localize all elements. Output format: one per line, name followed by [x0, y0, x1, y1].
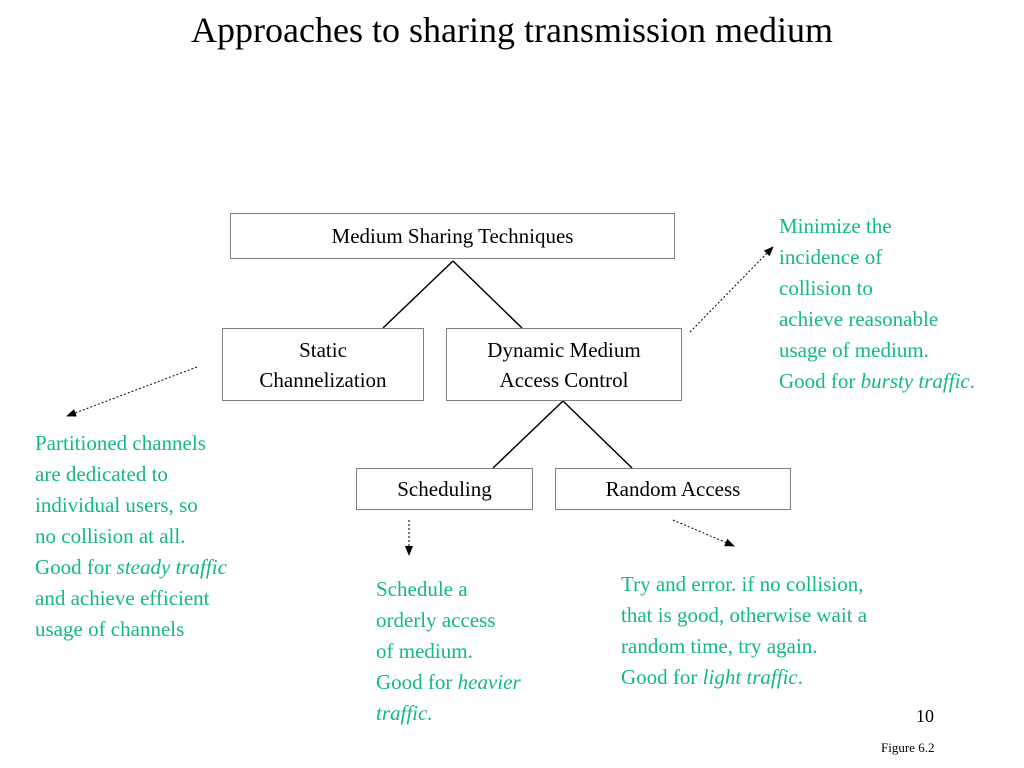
dotted-arrow-to-random-note	[672, 519, 735, 547]
node-dynamic-medium-access-control: Dynamic Medium Access Control	[446, 328, 682, 401]
note-line: orderly access	[376, 608, 496, 632]
node-label-line1: Dynamic Medium	[487, 337, 641, 362]
note-line: usage of medium.	[779, 338, 929, 362]
note-text: Good for	[35, 555, 117, 579]
tree-line-root-to-static	[382, 260, 454, 329]
note-line: traffic.	[376, 698, 521, 729]
note-line: are dedicated to	[35, 462, 168, 486]
dotted-arrow-to-static-note	[66, 366, 198, 417]
node-medium-sharing-techniques: Medium Sharing Techniques	[230, 213, 675, 259]
note-text: .	[969, 369, 975, 393]
note-line: Good for steady traffic	[35, 552, 227, 583]
note-text: Good for	[376, 670, 458, 694]
note-line: collision to	[779, 276, 873, 300]
node-label-line1: Static	[299, 337, 347, 362]
note-text: Good for	[621, 665, 703, 689]
note-line: Partitioned channels	[35, 431, 206, 455]
note-line: that is good, otherwise wait a	[621, 603, 868, 627]
note-line: random time, try again.	[621, 634, 818, 658]
note-line: Schedule a	[376, 577, 468, 601]
node-label: Scheduling	[397, 477, 492, 501]
note-line: incidence of	[779, 245, 883, 269]
page-number: 10	[916, 706, 934, 726]
note-line: Minimize the	[779, 214, 892, 238]
note-line: Good for heavier	[376, 667, 521, 698]
note-dynamic-access: Minimize the incidence of collision to a…	[779, 211, 975, 397]
node-label: Random Access	[605, 477, 741, 501]
note-scheduling: Schedule a orderly access of medium. Goo…	[376, 574, 521, 729]
note-emphasis: steady traffic	[116, 555, 227, 579]
node-static-channelization: Static Channelization	[222, 328, 424, 401]
note-emphasis: traffic.	[376, 701, 433, 725]
note-text: Good for	[779, 369, 861, 393]
note-emphasis: heavier	[457, 670, 521, 694]
figure-reference: Figure 6.2	[881, 740, 935, 755]
note-text: .	[797, 665, 803, 689]
node-scheduling: Scheduling	[356, 468, 533, 510]
slide-title: Approaches to sharing transmission mediu…	[191, 10, 833, 50]
dotted-arrow-to-dynamic-note	[689, 246, 774, 333]
note-line: Try and error. if no collision,	[621, 572, 864, 596]
note-line: usage of channels	[35, 617, 185, 641]
note-line: no collision at all.	[35, 524, 186, 548]
tree-line-dynamic-to-scheduling	[492, 400, 564, 469]
node-label-line2: Access Control	[499, 367, 629, 392]
note-emphasis: light traffic	[702, 665, 798, 689]
node-label-line2: Channelization	[259, 367, 387, 392]
tree-line-root-to-dynamic	[452, 260, 523, 329]
note-line: individual users, so	[35, 493, 198, 517]
note-emphasis: bursty traffic	[860, 369, 970, 393]
note-line: and achieve efficient	[35, 586, 210, 610]
node-label: Medium Sharing Techniques	[331, 224, 574, 248]
note-random-access: Try and error. if no collision, that is …	[621, 569, 867, 693]
note-line: achieve reasonable	[779, 307, 939, 331]
tree-line-dynamic-to-random	[562, 400, 633, 469]
note-line: of medium.	[376, 639, 473, 663]
node-random-access: Random Access	[555, 468, 791, 510]
note-line: Good for bursty traffic.	[779, 366, 975, 397]
note-static-channelization: Partitioned channels are dedicated to in…	[35, 428, 227, 645]
note-line: Good for light traffic.	[621, 662, 867, 693]
